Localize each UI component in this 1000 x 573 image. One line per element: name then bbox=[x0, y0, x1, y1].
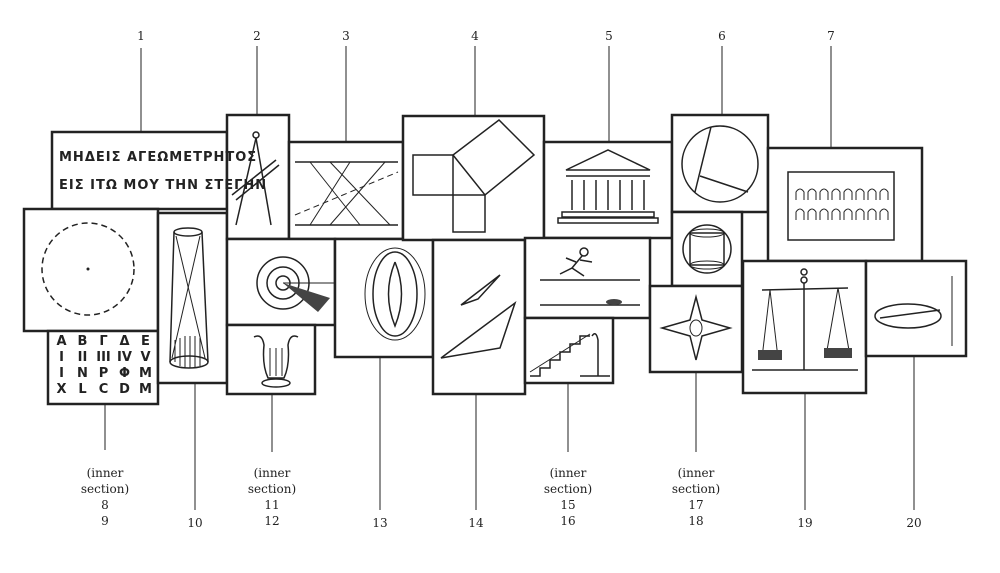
inscription-line-2: ΕΙΣ ΙΤΩ ΜΟΥ ΤΗΝ ΣΤΕΓΗΝ bbox=[59, 178, 268, 193]
label-14: 14 bbox=[468, 516, 484, 530]
circle-chord-icon bbox=[681, 125, 759, 203]
ellipse-icon bbox=[874, 276, 953, 346]
label-1: 1 bbox=[137, 29, 145, 43]
label-6: 6 bbox=[718, 29, 726, 43]
pythagoras-squares-icon bbox=[412, 119, 536, 233]
label-2: 2 bbox=[253, 29, 261, 43]
panel-9-circle bbox=[22, 207, 160, 333]
arches-building-icon bbox=[787, 171, 895, 241]
triangles-icon bbox=[440, 274, 517, 359]
panel-14-triangles bbox=[431, 238, 527, 396]
crossing-lines-icon bbox=[294, 161, 399, 226]
label-3: 3 bbox=[342, 29, 350, 43]
panel-6-circle bbox=[670, 113, 770, 214]
label-20: 20 bbox=[906, 516, 922, 530]
torus-icon bbox=[364, 247, 426, 341]
panel-7-arches bbox=[766, 146, 924, 263]
cone-icon bbox=[169, 227, 209, 369]
panel-12-lyre bbox=[225, 323, 317, 396]
label-19: 19 bbox=[797, 516, 813, 530]
label-7: 7 bbox=[827, 29, 835, 43]
wavy-circle-icon bbox=[41, 222, 135, 316]
balance-scale-icon bbox=[752, 268, 858, 371]
staircase-icon bbox=[529, 333, 610, 377]
panel-10-cone bbox=[156, 211, 229, 385]
panel-4-pythagoras bbox=[401, 114, 546, 242]
label-5: 5 bbox=[605, 29, 613, 43]
panel-11-spiral bbox=[225, 237, 337, 327]
label-4: 4 bbox=[471, 29, 479, 43]
label-10: 10 bbox=[187, 516, 203, 530]
temple-icon bbox=[557, 149, 659, 224]
leader-lines bbox=[104, 46, 915, 510]
runner-icon bbox=[540, 247, 640, 306]
spiral-icon bbox=[256, 256, 335, 312]
panel-16-staircase bbox=[523, 316, 615, 385]
panel-1-inscription bbox=[50, 130, 229, 211]
label-13: 13 bbox=[372, 516, 388, 530]
cylinder-sphere-icon bbox=[682, 224, 732, 274]
inscription-line-1: ΜΗΔΕΙΣ ΑΓΕΩΜΕΤΡΗΤΟΣ bbox=[59, 150, 258, 165]
lyre-icon bbox=[253, 335, 299, 388]
star-icon bbox=[659, 294, 733, 361]
compass-icon bbox=[231, 131, 280, 226]
